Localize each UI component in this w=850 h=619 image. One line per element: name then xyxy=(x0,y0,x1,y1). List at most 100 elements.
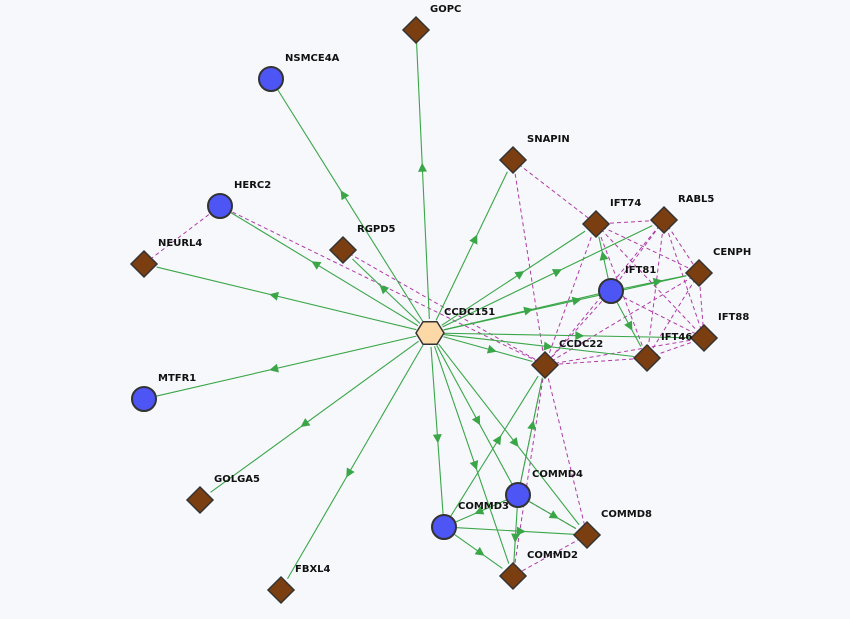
node-shape-diamond xyxy=(266,575,296,605)
arrow-edges-layer xyxy=(156,42,692,580)
node-snapin[interactable]: SNAPIN xyxy=(498,134,570,175)
nodes-layer: CCDC151 GOPC NSMCE4A SNAPIN HERC2RGPD5NEURL4… xyxy=(129,4,751,605)
node-neurl4[interactable]: NEURL4 xyxy=(129,238,202,279)
arrowhead-ift81-cenph xyxy=(652,277,663,287)
node-label: CCDC151 xyxy=(444,307,495,318)
arrowhead-ccdc151-commd8 xyxy=(509,437,519,447)
node-rgpd5[interactable]: RGPD5 xyxy=(328,224,396,265)
arrowhead-ccdc151-herc2 xyxy=(311,261,322,270)
node-shape-diamond xyxy=(498,561,528,591)
arrow-edge-ccdc151-commd8 xyxy=(438,343,580,526)
dashed-edge-rabl5-ift46 xyxy=(646,219,665,359)
node-shape-diamond xyxy=(530,350,560,380)
node-commd8[interactable]: COMMD8 xyxy=(572,509,652,550)
node-label: CENPH xyxy=(713,247,751,258)
arrowhead-ccdc151-ift46 xyxy=(543,341,553,351)
node-label: SNAPIN xyxy=(527,134,570,145)
arrowhead-commd4-ccdc22 xyxy=(527,420,537,431)
node-label: FBXL4 xyxy=(295,564,331,575)
node-shape-diamond xyxy=(632,343,662,373)
node-ccdc151[interactable]: CCDC151 xyxy=(415,307,495,346)
node-label: IFT74 xyxy=(610,198,641,209)
arrowhead-ccdc151-gopc xyxy=(418,162,428,172)
arrowhead-ccdc151-commd2 xyxy=(469,460,479,471)
dashed-edge-rabl5-ift81 xyxy=(610,219,665,292)
arrowhead-ccdc151-commd4 xyxy=(471,415,481,426)
node-shape-circle xyxy=(131,386,157,412)
node-ift74[interactable]: IFT74 xyxy=(581,198,641,239)
dashed-edge-ccdc22-commd8 xyxy=(544,364,588,536)
arrow-edge-ccdc151-neurl4 xyxy=(156,266,417,331)
arrow-edge-ccdc151-mtfr1 xyxy=(156,335,417,397)
node-commd3[interactable]: COMMD3 xyxy=(431,501,509,540)
node-herc2[interactable]: HERC2 xyxy=(207,180,271,219)
node-shape-diamond xyxy=(401,15,431,45)
node-nsmce4a[interactable]: NSMCE4A xyxy=(258,53,340,92)
node-cenph[interactable]: CENPH xyxy=(684,247,751,288)
node-ccdc22[interactable]: CCDC22 xyxy=(530,339,603,380)
node-shape-diamond xyxy=(185,485,215,515)
arrowhead-ccdc151-golga5 xyxy=(300,418,311,427)
node-label: COMMD4 xyxy=(532,469,583,480)
node-gopc[interactable]: GOPC xyxy=(401,4,461,45)
arrow-edge-ccdc151-ift46 xyxy=(443,334,635,358)
arrow-edge-ccdc151-commd4 xyxy=(436,345,513,484)
arrow-edge-ccdc151-ift74 xyxy=(441,230,586,326)
arrow-edge-ccdc151-commd3 xyxy=(430,346,444,515)
node-label: IFT46 xyxy=(661,332,692,343)
arrowhead-commd3-commd8 xyxy=(516,526,526,536)
node-commd4[interactable]: COMMD4 xyxy=(505,469,583,508)
node-label: GOLGA5 xyxy=(214,474,260,485)
node-fbxl4[interactable]: FBXL4 xyxy=(266,564,331,605)
arrow-edge-ccdc151-nsmce4a xyxy=(277,89,424,322)
arrowhead-ccdc151-rabl5 xyxy=(551,269,562,278)
node-ift46[interactable]: IFT46 xyxy=(632,332,692,373)
node-label: COMMD8 xyxy=(601,509,652,520)
node-shape-circle xyxy=(598,278,624,304)
arrowhead-commd4-commd8 xyxy=(548,510,559,519)
node-golga5[interactable]: GOLGA5 xyxy=(185,474,260,515)
arrowhead-ccdc151-rgpd5 xyxy=(379,284,390,295)
node-shape-circle xyxy=(505,482,531,508)
arrowhead-ccdc151-mtfr1 xyxy=(269,363,279,373)
dashed-edge-rabl5-cenph xyxy=(663,219,700,274)
arrow-edge-ccdc151-snapin xyxy=(435,171,508,321)
node-label: GOPC xyxy=(430,4,461,15)
node-commd2[interactable]: COMMD2 xyxy=(498,550,578,591)
arrowhead-ccdc151-nsmce4a xyxy=(340,190,350,201)
node-rabl5[interactable]: RABL5 xyxy=(649,194,714,235)
node-label: IFT88 xyxy=(718,312,749,323)
node-label: NEURL4 xyxy=(158,238,202,249)
dashed-edge-commd8-commd2 xyxy=(512,534,588,577)
node-shape-circle xyxy=(258,66,284,92)
node-shape-diamond xyxy=(684,258,714,288)
node-label: COMMD3 xyxy=(458,501,509,512)
arrowhead-ccdc151-ccdc22 xyxy=(486,344,497,354)
arrowhead-ccdc151-ift88 xyxy=(575,331,585,341)
arrow-edge-ccdc151-herc2 xyxy=(230,212,419,327)
node-label: RGPD5 xyxy=(357,224,396,235)
node-ift88[interactable]: IFT88 xyxy=(689,312,749,353)
dashed-edge-herc2-neurl4 xyxy=(143,205,221,265)
arrow-edge-ccdc151-ccdc22 xyxy=(443,336,533,363)
arrow-edge-commd3-ccdc22 xyxy=(450,375,539,517)
node-shape-circle xyxy=(207,193,233,219)
node-ift81[interactable]: IFT81 xyxy=(598,265,656,304)
arrowhead-ccdc151-ift74 xyxy=(514,271,525,280)
arrow-edge-commd4-ccdc22 xyxy=(520,377,543,483)
node-mtfr1[interactable]: MTFR1 xyxy=(131,373,196,412)
arrowhead-ift81-ift74 xyxy=(599,251,609,261)
node-shape-diamond xyxy=(649,205,679,235)
node-shape-diamond xyxy=(328,235,358,265)
node-shape-diamond xyxy=(129,249,159,279)
dashed-edge-cenph-ift46 xyxy=(646,272,700,359)
arrow-edge-ccdc151-cenph xyxy=(443,275,687,331)
arrow-edge-ccdc151-rgpd5 xyxy=(352,258,421,324)
arrowhead-ccdc151-fbxl4 xyxy=(346,467,355,478)
dashed-edge-ift74-cenph xyxy=(595,223,700,274)
arrow-edge-ccdc151-ift88 xyxy=(443,332,692,339)
dashed-edge-ift81-ift88 xyxy=(610,290,705,339)
node-shape-diamond xyxy=(689,323,719,353)
node-shape-circle xyxy=(431,514,457,540)
